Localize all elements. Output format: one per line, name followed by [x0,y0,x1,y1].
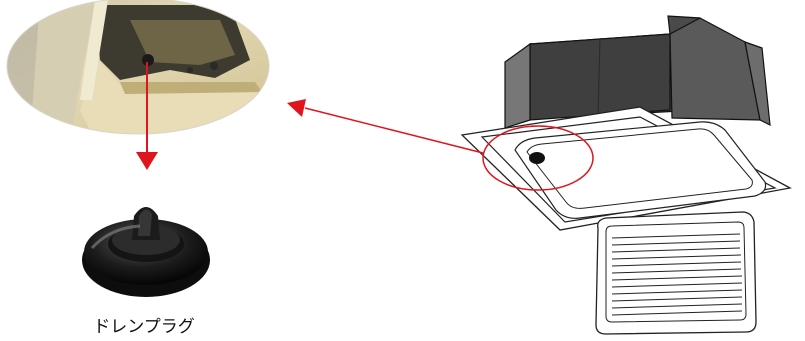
closeup-photo [0,0,280,140]
filter-grille [596,212,756,334]
drain-plug-icon [82,207,210,297]
down-arrow-head [136,152,158,170]
pointer-arrow-line [305,108,483,153]
cassette-unit-icon [462,16,790,334]
drain-plug-caption: ドレンプラグ [64,312,224,337]
drain-port-dot [529,152,545,164]
pointer-arrow-head [287,99,306,117]
